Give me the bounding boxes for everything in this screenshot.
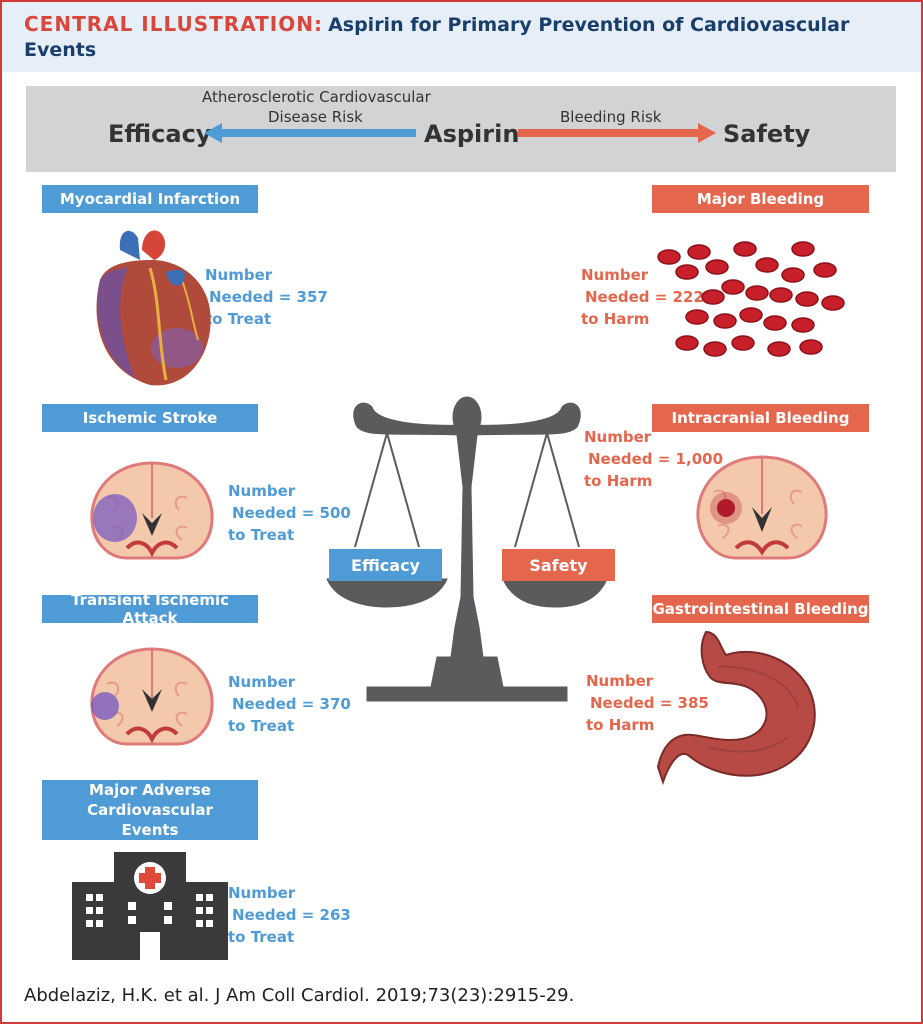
nnh-intracranial: Number Needed = 1,000 to Harm [584,426,723,492]
scale-safety-pan: Safety [502,549,615,581]
label-mace: Major Adverse Cardiovascular Events [42,780,258,840]
nnt-mi-label: Number [205,266,273,284]
nnt-mi: Number Needed = 357 to Treat [205,264,328,330]
brain-icon [90,647,214,746]
title-line-1: CENTRAL ILLUSTRATION: Aspirin for Primar… [24,12,849,36]
nnh-major-label: Number [581,266,649,284]
nnh-ic-value: Needed = 1,000 [588,450,724,468]
mace-line-3: Events [121,821,179,839]
nnt-mi-value: Needed = 357 [209,288,328,306]
nnh-gi-label: Number [586,672,654,690]
nnt-stroke-label: Number [228,482,296,500]
label-myocardial-infarction: Myocardial Infarction [42,185,258,213]
title-lead: CENTRAL ILLUSTRATION: [24,12,323,36]
scale-efficacy-pan: Efficacy [329,549,442,581]
brain-icon [696,455,828,560]
heart-icon [96,230,211,386]
banner-arrows [204,123,716,143]
nnt-stroke-suffix: to Treat [228,526,295,544]
nnt-tia-value: Needed = 370 [232,695,351,713]
label-gi-bleeding: Gastrointestinal Bleeding [652,595,869,623]
label-ischemic-stroke: Ischemic Stroke [42,404,258,432]
ascvd-risk-label-2: Disease Risk [268,108,363,126]
label-major-bleeding: Major Bleeding [652,185,869,213]
nnt-mi-suffix: to Treat [205,310,272,328]
nnt-tia-label: Number [228,673,296,691]
nnt-mace-label: Number [228,884,296,902]
nnt-mace: Number Needed = 263 to Treat [228,882,351,948]
nnt-stroke-value: Needed = 500 [232,504,351,522]
nnh-major-bleeding: Number Needed = 222 to Harm [581,264,704,330]
hospital-icon [72,852,228,960]
nnt-mace-value: Needed = 263 [232,906,351,924]
blood-cells-icon [657,241,845,357]
nnh-gi-suffix: to Harm [586,716,655,734]
nnt-mace-suffix: to Treat [228,928,295,946]
balance-scale-icon [326,396,608,702]
brain-icon [90,461,214,560]
mace-line-1: Major Adverse [89,781,211,799]
label-tia: Transient Ischemic Attack [42,591,258,627]
title-line-2: Events [24,39,97,61]
mace-line-2: Cardiovascular [87,801,213,819]
banner-safety: Safety [723,120,811,148]
ascvd-risk-label-1: Atherosclerotic Cardiovascular [202,88,431,106]
banner-efficacy: Efficacy [108,120,212,148]
nnh-major-value: Needed = 222 [585,288,704,306]
nnh-major-suffix: to Harm [581,310,650,328]
citation: Abdelaziz, H.K. et al. J Am Coll Cardiol… [24,985,575,1006]
nnt-stroke: Number Needed = 500 to Treat [228,480,351,546]
bleeding-risk-label: Bleeding Risk [560,108,662,126]
nnt-tia-suffix: to Treat [228,717,295,735]
right-arrow-icon [518,123,716,143]
nnh-gi: Number Needed = 385 to Harm [586,670,709,736]
label-intracranial-bleeding: Intracranial Bleeding [652,404,869,432]
left-arrow-icon [204,123,416,143]
banner-aspirin: Aspirin [424,120,520,148]
nnh-ic-label: Number [584,428,652,446]
title-text: Aspirin for Primary Prevention of Cardio… [328,14,850,36]
nnh-ic-suffix: to Harm [584,472,653,490]
stomach-icon [656,630,816,786]
header: CENTRAL ILLUSTRATION: Aspirin for Primar… [2,2,921,72]
nnt-tia: Number Needed = 370 to Treat [228,671,351,737]
summary-banner: Atherosclerotic Cardiovascular Disease R… [26,86,896,172]
nnh-gi-value: Needed = 385 [590,694,709,712]
